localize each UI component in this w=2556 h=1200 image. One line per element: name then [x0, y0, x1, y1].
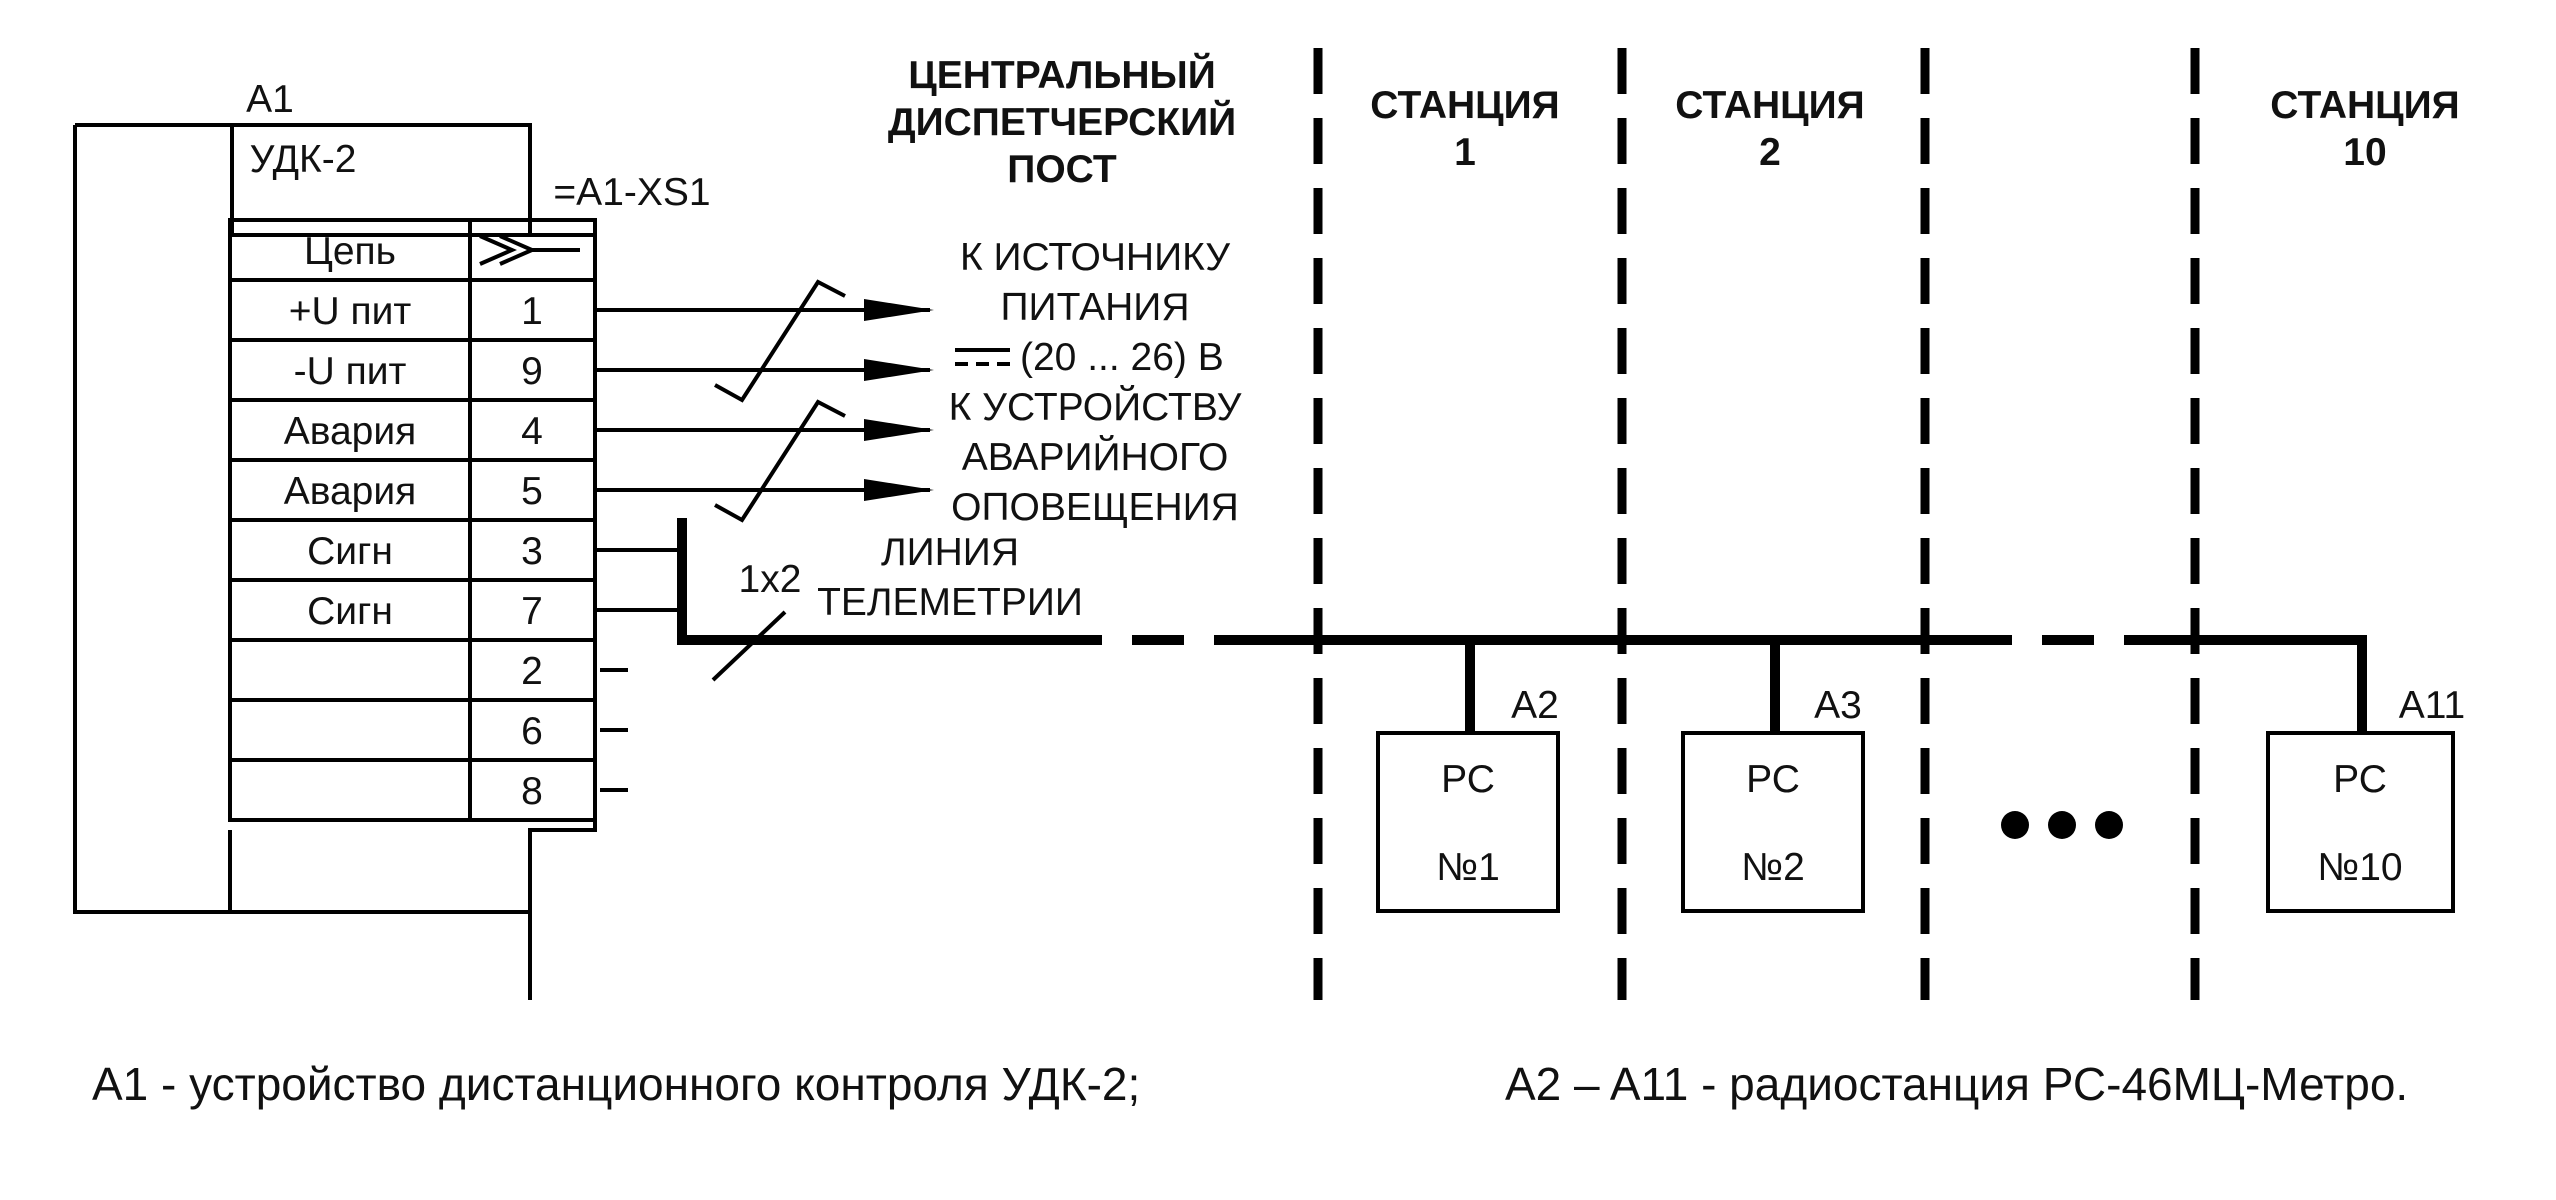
pin-table: Цепь +U пит 1 -U пит 9 Авария 4 Авария 5… [228, 218, 597, 822]
station-ref: A11 [2399, 684, 2466, 727]
central-post-title-line1: ЦЕНТРАЛЬНЫЙ [908, 52, 1216, 97]
station-number: 10 [2343, 131, 2386, 174]
row-circuit: -U пит [294, 350, 407, 393]
radio-station-index: №1 [1436, 846, 1500, 889]
connector-socket-icon [479, 234, 580, 266]
connector-label: =A1-XS1 [553, 171, 710, 214]
row-pin: 7 [521, 590, 543, 633]
telemetry-label-line1: ЛИНИЯ [881, 531, 1019, 574]
row-pin: 6 [521, 710, 543, 753]
radio-station-type: РС [1441, 758, 1495, 801]
row-pin: 2 [521, 650, 543, 693]
radio-station-box [1376, 731, 1560, 913]
central-post-title-line3: ПОСТ [1007, 148, 1117, 191]
station-10: СТАНЦИЯ 10 A11 РС №10 [2266, 84, 2466, 913]
alarm-label-line2: АВАРИЙНОГО [962, 434, 1229, 479]
alarm-wires [595, 399, 934, 523]
radio-station-type: РС [1746, 758, 1800, 801]
pair-mark-icon [711, 610, 787, 682]
station-number: 1 [1454, 131, 1476, 174]
row-circuit: Сигн [307, 590, 393, 633]
legend-right: A2 – A11 - радиостанция РС-46МЦ-Метро. [1505, 1058, 2408, 1110]
radio-station-type: РС [2333, 758, 2387, 801]
station-title: СТАНЦИЯ [1370, 84, 1559, 127]
radio-station-box [1681, 731, 1865, 913]
alarm-label-line1: К УСТРОЙСТВУ [949, 384, 1242, 429]
more-stations-ellipsis-icon [2001, 811, 2123, 839]
station-title: СТАНЦИЯ [1675, 84, 1864, 127]
row-pin: 9 [521, 350, 543, 393]
legend-left: A1 - устройство дистанционного контроля … [92, 1058, 1140, 1110]
station-ref: A2 [1511, 684, 1559, 727]
power-label-line1: К ИСТОЧНИКУ [960, 236, 1230, 279]
station-number: 2 [1759, 131, 1781, 174]
row-circuit: Авария [284, 410, 417, 453]
table-header-circuit: Цепь [304, 230, 396, 273]
connector-base [228, 830, 532, 914]
station-ref: A3 [1814, 684, 1862, 727]
power-label-line2: ПИТАНИЯ [1001, 286, 1190, 329]
row-circuit: Авария [284, 470, 417, 513]
row-pin: 3 [521, 530, 543, 573]
row-pin: 5 [521, 470, 543, 513]
row-pin: 1 [521, 290, 543, 333]
device-housing [73, 123, 532, 914]
station-2: СТАНЦИЯ 2 A3 РС №2 [1675, 84, 1865, 913]
station-title: СТАНЦИЯ [2270, 84, 2459, 127]
central-post-title-line2: ДИСПЕТЧЕРСКИЙ [888, 99, 1236, 144]
power-wires [595, 279, 934, 403]
telemetry-wiring [595, 518, 2362, 792]
telemetry-label-line2: ТЕЛЕМЕТРИИ [817, 581, 1083, 624]
device-ref-label: A1 [246, 78, 294, 121]
radio-station-index: №10 [2317, 846, 2402, 889]
row-circuit: Сигн [307, 530, 393, 573]
dc-symbol-icon [955, 348, 1010, 366]
station-1: СТАНЦИЯ 1 A2 РС №1 [1370, 84, 1560, 913]
device-name: УДК-2 [250, 138, 357, 181]
bundle-mark-icon [714, 399, 846, 523]
row-pin: 8 [521, 770, 543, 813]
row-circuit: +U пит [289, 290, 412, 333]
power-voltage-range: (20 ... 26) В [1020, 336, 1224, 379]
radio-station-box [2266, 731, 2455, 913]
alarm-label-line3: ОПОВЕЩЕНИЯ [951, 486, 1239, 529]
telemetry-pairs-label: 1х2 [739, 558, 802, 601]
radio-station-index: №2 [1741, 846, 1805, 889]
bundle-mark-icon [714, 279, 846, 403]
row-pin: 4 [521, 410, 543, 453]
